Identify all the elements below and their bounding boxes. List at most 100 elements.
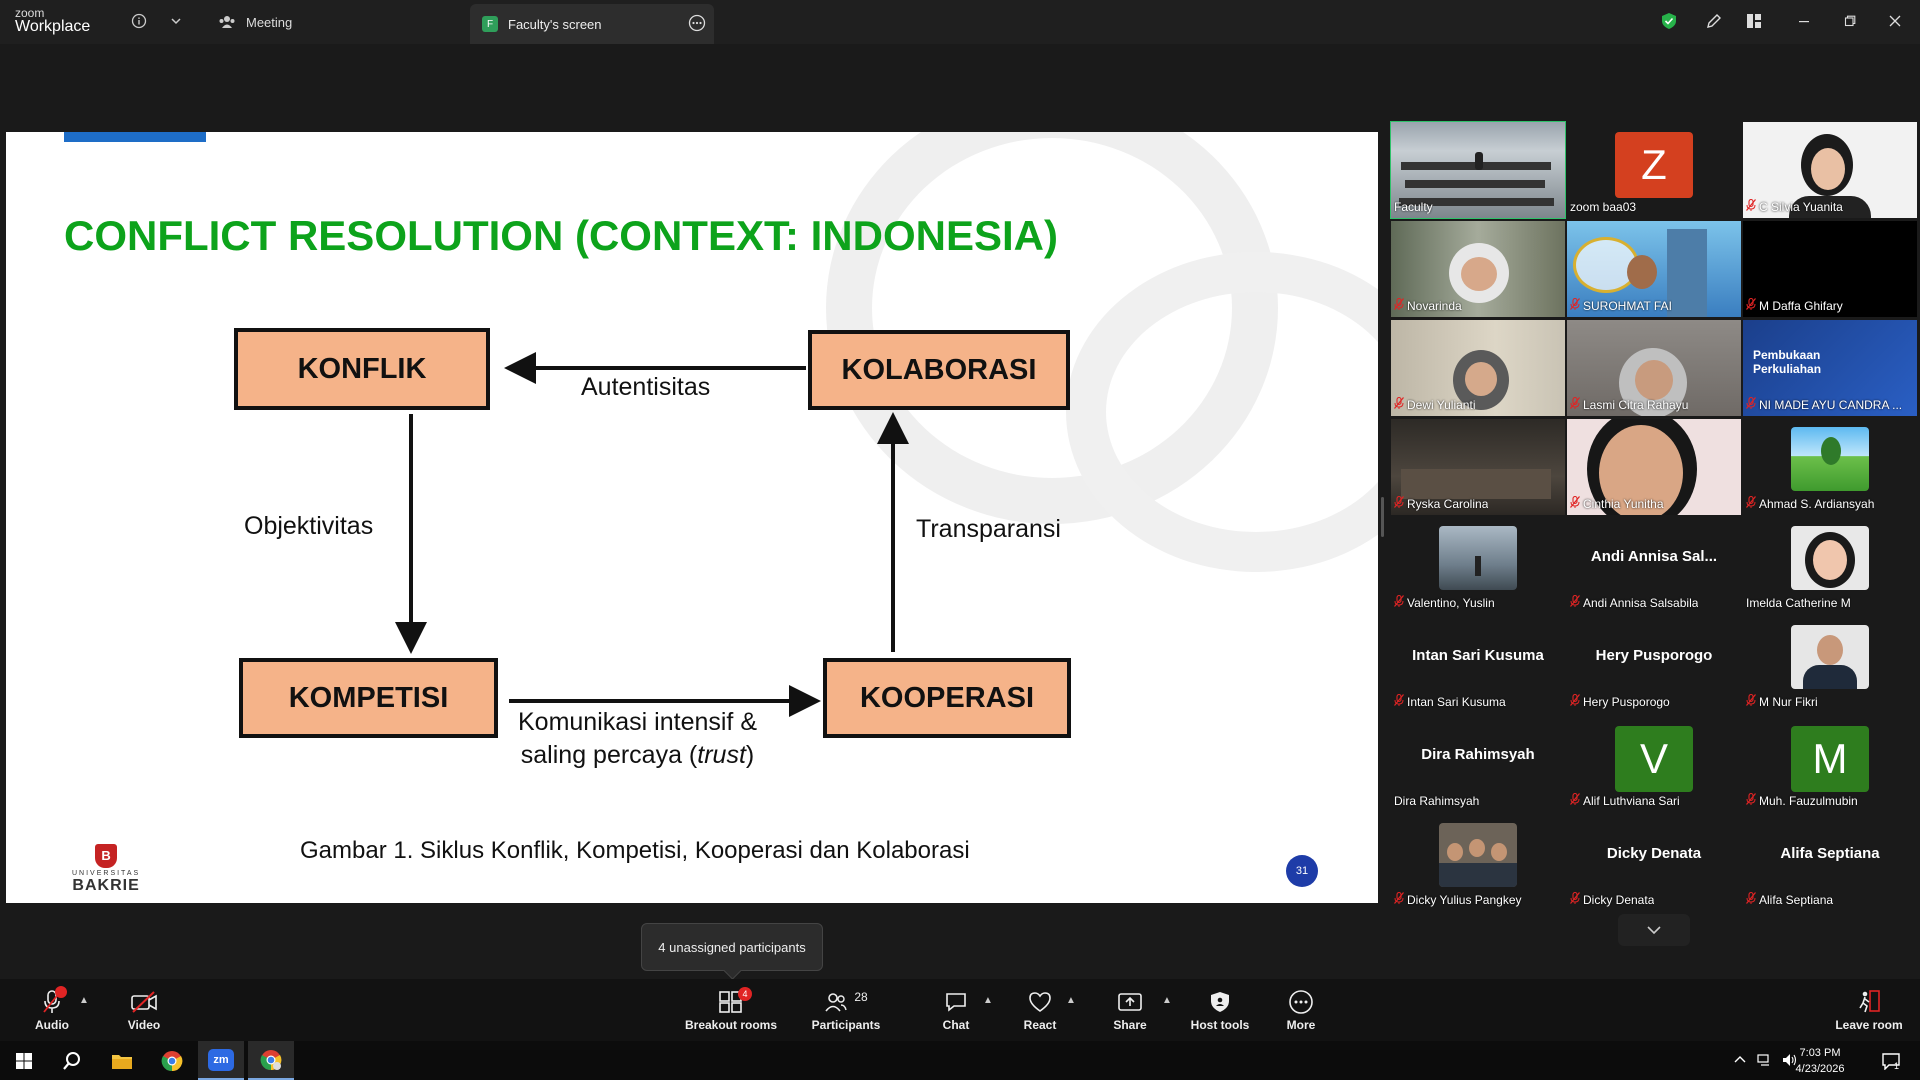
react-button[interactable]: React (1000, 987, 1080, 1039)
participant-tile[interactable]: SUROHMAT FAI (1567, 221, 1741, 317)
label-komunikasi-line2: saling percaya (trust) (518, 739, 757, 772)
participant-tile[interactable]: Cinthia Yunitha (1567, 419, 1741, 515)
chrome-icon[interactable] (149, 1041, 195, 1080)
muted-microphone-icon (1746, 694, 1756, 709)
participant-tile[interactable]: Valentino, Yuslin (1391, 518, 1565, 614)
cycle-arrows (395, 352, 909, 717)
participant-tile[interactable]: Dicky Yulius Pangkey (1391, 815, 1565, 911)
participant-tile[interactable]: M Daffa Ghifary (1743, 221, 1917, 317)
react-options-caret-icon[interactable]: ▲ (1066, 995, 1076, 1006)
participant-tile[interactable]: Ryska Carolina (1391, 419, 1565, 515)
file-explorer-icon[interactable] (99, 1041, 145, 1080)
security-shield-icon[interactable] (1654, 8, 1684, 34)
annotate-pen-icon[interactable] (1699, 8, 1729, 34)
more-button[interactable]: More (1261, 987, 1341, 1039)
participant-name-label: Imelda Catherine M (1746, 596, 1851, 610)
search-icon[interactable] (49, 1041, 95, 1080)
volume-icon[interactable] (1782, 1053, 1798, 1067)
participant-display-name: Hery Pusporogo (1595, 647, 1713, 664)
participant-name: Ahmad S. Ardiansyah (1759, 496, 1875, 511)
participant-name-label: Dicky Yulius Pangkey (1394, 892, 1522, 907)
gallery-resize-handle[interactable] (1381, 497, 1384, 537)
participant-name: C Silvia Yuanita (1759, 199, 1843, 214)
shield-icon (1211, 992, 1229, 1012)
participant-video (1391, 320, 1565, 416)
chat-options-caret-icon[interactable]: ▲ (983, 995, 993, 1006)
leave-room-label: Leave room (1835, 1018, 1903, 1032)
audio-options-caret-icon[interactable]: ▲ (79, 995, 89, 1006)
audio-button[interactable]: Audio (12, 986, 92, 1039)
participant-tile[interactable]: Ahmad S. Ardiansyah (1743, 419, 1917, 515)
participant-tile[interactable]: Novarinda (1391, 221, 1565, 317)
participant-tile[interactable]: C Silvia Yuanita (1743, 122, 1917, 218)
participant-tile[interactable]: Andi Annisa Sal...Andi Annisa Salsabila (1567, 518, 1741, 614)
participant-tile[interactable]: Faculty (1390, 121, 1566, 219)
host-tools-button[interactable]: Host tools (1178, 987, 1262, 1039)
chevron-down-icon[interactable] (163, 8, 189, 34)
muted-microphone-icon (1394, 298, 1404, 313)
participants-count: 28 (854, 990, 868, 1004)
tab-meeting[interactable]: Meeting (218, 0, 292, 44)
participant-video (1391, 221, 1565, 317)
participant-tile[interactable]: Dewi Yulianti (1391, 320, 1565, 416)
chrome-profile-icon[interactable] (248, 1041, 294, 1080)
network-icon[interactable] (1756, 1053, 1772, 1067)
windows-start-icon[interactable] (1, 1041, 47, 1080)
participant-name: Imelda Catherine M (1746, 596, 1851, 610)
muted-microphone-icon (1570, 694, 1580, 709)
muted-microphone-icon (1570, 397, 1580, 412)
tab-faculty-screen[interactable]: F Faculty's screen (470, 4, 714, 44)
participant-name: Dira Rahimsyah (1394, 794, 1480, 808)
taskbar-clock[interactable]: 7:03 PM 4/23/2026 (1780, 1045, 1860, 1077)
participant-video (1743, 518, 1917, 614)
university-name: BAKRIE (72, 877, 140, 894)
participant-name-label: SUROHMAT FAI (1570, 298, 1672, 313)
participants-button[interactable]: 28 Participants (806, 987, 886, 1039)
clock-date: 4/23/2026 (1795, 1063, 1845, 1075)
leave-room-button[interactable]: Leave room (1824, 987, 1914, 1039)
logo-top-text: zoom (15, 6, 45, 20)
restore-icon[interactable] (1835, 8, 1865, 34)
participant-name: Intan Sari Kusuma (1407, 694, 1506, 709)
participant-name-label: Cinthia Yunitha (1570, 496, 1664, 511)
participant-name: zoom baa03 (1570, 200, 1637, 214)
notification-center-icon[interactable]: 1 (1868, 1041, 1914, 1080)
system-tray (1734, 1053, 1798, 1067)
box-kolaborasi: KOLABORASI (808, 330, 1070, 410)
muted-microphone-icon (1394, 595, 1404, 610)
participant-name: Valentino, Yuslin (1407, 595, 1495, 610)
participant-name: M Nur Fikri (1759, 694, 1818, 709)
participant-tile[interactable]: M Nur Fikri (1743, 617, 1917, 713)
participant-tile[interactable]: Imelda Catherine M (1743, 518, 1917, 614)
participant-name-label: zoom baa03 (1570, 200, 1636, 214)
participant-name-label: Dewi Yulianti (1394, 397, 1475, 412)
info-icon[interactable] (126, 8, 152, 34)
share-options-caret-icon[interactable]: ▲ (1162, 995, 1172, 1006)
participant-initial-avatar: Z (1615, 132, 1693, 198)
video-button[interactable]: Video (104, 987, 184, 1039)
zoom-taskbar-icon[interactable]: zm (198, 1041, 244, 1080)
chat-button[interactable]: Chat (916, 987, 996, 1039)
close-icon[interactable] (1880, 8, 1910, 34)
participant-video (1391, 815, 1565, 911)
share-button[interactable]: Share (1090, 987, 1170, 1039)
breakout-rooms-button[interactable]: Breakout rooms 4 (684, 987, 778, 1039)
view-layout-icon[interactable] (1739, 8, 1769, 34)
participant-name-label: C Silvia Yuanita (1746, 199, 1843, 214)
gallery-next-page-button[interactable] (1618, 914, 1690, 946)
participant-tile[interactable]: Lasmi Citra Rahayu (1567, 320, 1741, 416)
people-icon (219, 16, 235, 28)
minimize-icon[interactable] (1789, 8, 1819, 34)
muted-microphone-icon (1570, 298, 1580, 313)
show-hidden-icons-icon[interactable] (1734, 1053, 1746, 1067)
more-options-icon[interactable] (688, 14, 706, 35)
